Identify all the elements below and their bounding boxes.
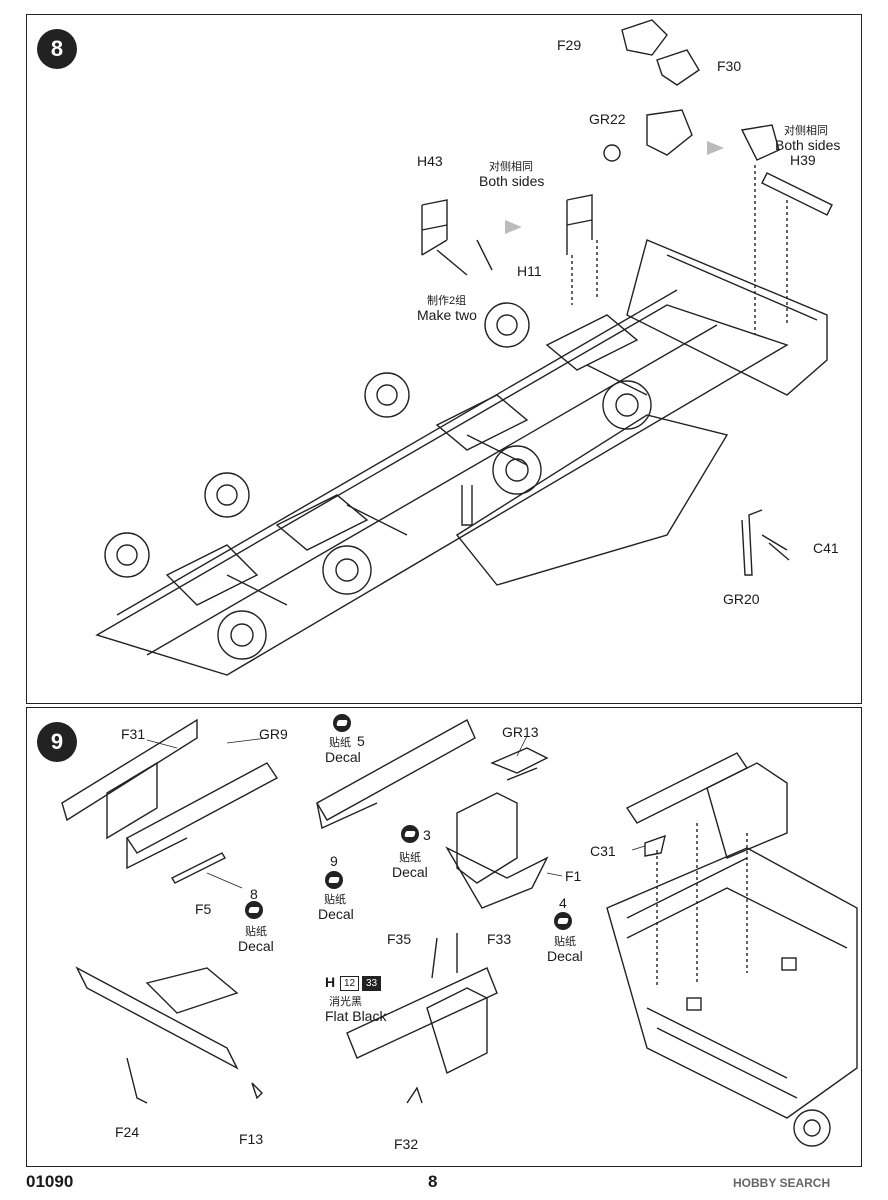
note-both-sides-right-en: Both sides — [775, 137, 841, 153]
part-label-gr20: GR20 — [723, 591, 760, 607]
part-label-f5: F5 — [195, 901, 212, 917]
decal-8-cn: 贴纸 — [245, 926, 267, 938]
part-label-f1: F1 — [565, 868, 582, 884]
cab-interior-drawing — [61, 718, 858, 1147]
step-number-badge: 8 — [37, 29, 77, 69]
part-label-f13: F13 — [239, 1131, 264, 1147]
part-label-h39: H39 — [790, 152, 816, 168]
step-number-badge: 9 — [37, 722, 77, 762]
page-number: 8 — [428, 1172, 438, 1191]
part-label-f32: F32 — [394, 1136, 419, 1152]
decal-icon — [245, 901, 263, 919]
decal-9-en: Decal — [318, 906, 354, 922]
paint-code-1: 12 — [340, 976, 360, 991]
part-label-h43: H43 — [417, 153, 443, 169]
part-label-gr22: GR22 — [589, 111, 626, 127]
note-make-two-en: Make two — [417, 307, 477, 323]
part-label-f24: F24 — [115, 1124, 140, 1140]
decal-4-cn: 贴纸 — [554, 936, 576, 948]
decal-5-cn: 贴纸 — [329, 737, 351, 749]
part-label-gr13: GR13 — [502, 724, 539, 740]
chassis-assembly-drawing — [95, 19, 833, 676]
part-label-gr9: GR9 — [259, 726, 288, 742]
paint-code-2: 33 — [362, 976, 382, 991]
paint-name-en: Flat Black — [325, 1008, 387, 1024]
step-8-panel: 8 — [26, 14, 862, 704]
decal-icon — [554, 912, 572, 930]
note-both-sides-right-cn: 对侧相同 — [784, 125, 828, 137]
note-both-sides-left-cn: 对侧相同 — [489, 161, 533, 173]
part-label-f35: F35 — [387, 931, 412, 947]
decal-icon — [333, 714, 351, 732]
part-label-c31: C31 — [590, 843, 616, 859]
part-label-c41: C41 — [813, 540, 839, 556]
kit-number: 01090 — [26, 1172, 74, 1191]
decal-8-en: Decal — [238, 938, 274, 954]
note-make-two-cn: 制作2组 — [427, 295, 467, 307]
decal-3-number: 3 — [423, 827, 431, 843]
decal-icon — [401, 825, 419, 843]
decal-4-en: Decal — [547, 948, 583, 964]
decal-5-number: 5 — [357, 733, 365, 749]
decal-3-en: Decal — [392, 864, 428, 880]
decal-5-en: Decal — [325, 749, 361, 765]
part-label-f29: F29 — [557, 37, 582, 53]
note-both-sides-left-en: Both sides — [479, 173, 545, 189]
decal-8-number: 8 — [250, 886, 258, 902]
paint-name-cn: 消光黑 — [329, 996, 362, 1008]
watermark: HOBBY SEARCH — [733, 1176, 831, 1190]
part-label-f31: F31 — [121, 726, 146, 742]
step-9-panel: 9 — [26, 707, 862, 1167]
decal-3-cn: 贴纸 — [399, 852, 421, 864]
part-label-f33: F33 — [487, 931, 512, 947]
paint-letter: H — [325, 974, 336, 990]
part-label-f30: F30 — [717, 58, 742, 74]
decal-9-cn: 贴纸 — [324, 894, 346, 906]
decal-4-number: 4 — [559, 895, 567, 911]
decal-9-number: 9 — [330, 853, 338, 869]
decal-icon — [325, 871, 343, 889]
part-label-h11: H11 — [517, 263, 542, 279]
